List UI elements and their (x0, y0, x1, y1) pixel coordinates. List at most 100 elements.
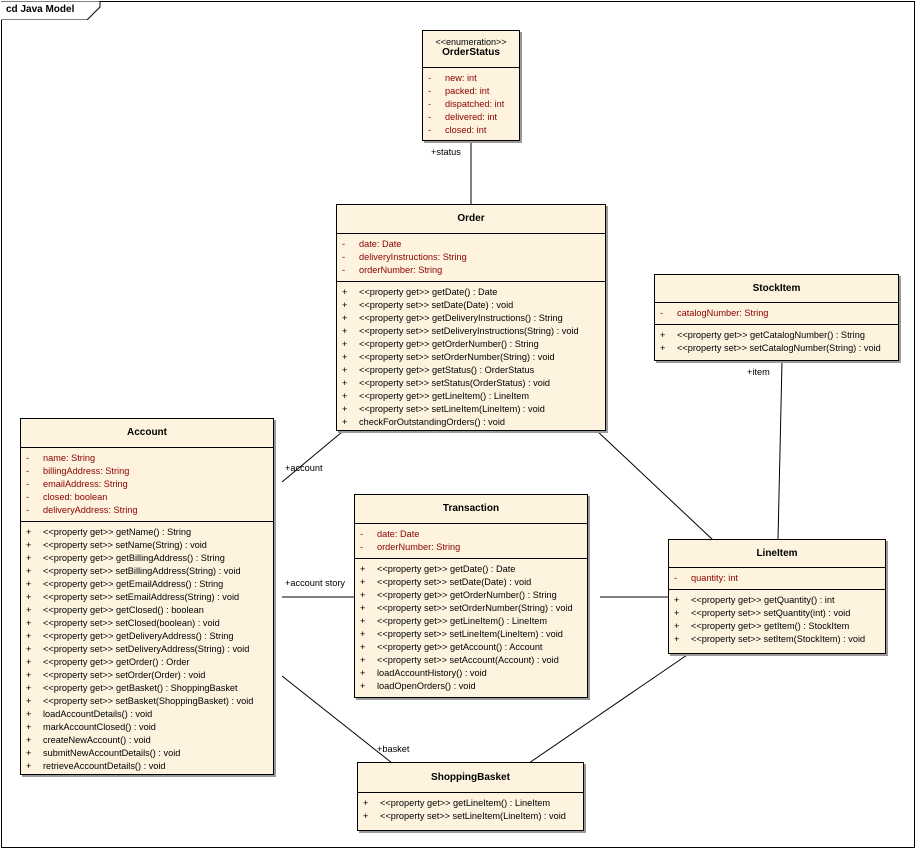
attribute-row: -packed: int (428, 86, 490, 96)
attribute-row: -quantity: int (674, 573, 738, 583)
shoppingbasket-name: ShoppingBasket (358, 763, 583, 793)
operation-row: +<<property get>> getQuantity() : int (674, 595, 835, 605)
operation-row: +<<property get>> getCatalogNumber() : S… (660, 330, 865, 340)
operation-row: +<<property set>> setDate(Date) : void (360, 577, 532, 587)
operation-row: +<<property get>> getOrderNumber() : Str… (360, 590, 557, 600)
stockitem-name: StockItem (655, 275, 898, 303)
attribute-row: -catalogNumber: String (660, 308, 769, 318)
diagram-title: cd Java Model (6, 4, 75, 15)
operation-row: +<<property set>> setClosed(boolean) : v… (26, 618, 220, 628)
association-account-shoppingbasket (281, 675, 393, 764)
operation-row: +checkForOutstandingOrders() : void (342, 417, 506, 427)
attribute-row: -new: int (428, 73, 477, 83)
operation-row: +<<property get>> getOrderNumber() : Str… (342, 339, 539, 349)
association-order-lineitem (595, 429, 714, 541)
operation-row: +<<property set>> setQuantity(int) : voi… (674, 608, 851, 618)
lineitem-name: LineItem (669, 540, 885, 568)
class-account[interactable]: Account -name: String -billingAddress: S… (20, 418, 274, 775)
operation-row: +<<property get>> getLineItem() : LineIt… (363, 798, 551, 808)
operation-row: +<<property set>> setDeliveryAddress(Str… (26, 644, 250, 654)
lineitem-attributes: -quantity: int (669, 568, 885, 589)
attribute-row: -deliveryAddress: String (26, 505, 138, 515)
transaction-attributes: -date: Date -orderNumber: String (355, 524, 587, 558)
operation-row: +createNewAccount() : void (26, 735, 151, 745)
class-shoppingbasket[interactable]: ShoppingBasket +<<property get>> getLine… (357, 762, 584, 831)
operation-row: +<<property get>> getStatus() : OrderSta… (342, 365, 535, 375)
operation-row: +<<property get>> getItem() : StockItem (674, 621, 850, 631)
attribute-row: -dispatched: int (428, 99, 505, 109)
operation-row: +loadOpenOrders() : void (360, 681, 476, 691)
operation-row: +<<property set>> setItem(StockItem) : v… (674, 634, 866, 644)
order-operations: +<<property get>> getDate() : Date +<<pr… (337, 281, 605, 433)
operation-row: +<<property get>> getDeliveryInstruction… (342, 313, 563, 323)
class-orderstatus[interactable]: <<enumeration>> OrderStatus -new: int -p… (422, 30, 520, 141)
operation-row: +<<property get>> getDate() : Date (360, 564, 516, 574)
stockitem-attributes: -catalogNumber: String (655, 303, 898, 324)
operation-row: +retrieveAccountDetails() : void (26, 761, 166, 771)
attribute-row: -deliveryInstructions: String (342, 252, 467, 262)
operation-row: +markAccountClosed() : void (26, 722, 156, 732)
attribute-row: -closed: int (428, 125, 487, 135)
transaction-operations: +<<property get>> getDate() : Date +<<pr… (355, 558, 587, 697)
orderstatus-name: OrderStatus (442, 47, 500, 58)
operation-row: +<<property set>> setName(String) : void (26, 540, 207, 550)
operation-row: +<<property set>> setDate(Date) : void (342, 300, 514, 310)
label-status: +status (431, 147, 461, 157)
association-lineitem-shoppingbasket (528, 652, 691, 764)
operation-row: +<<property set>> setCatalogNumber(Strin… (660, 343, 881, 353)
account-name: Account (21, 419, 273, 448)
attribute-row: -date: Date (360, 529, 420, 539)
attribute-row: -name: String (26, 453, 96, 463)
operation-row: +<<property set>> setEmailAddress(String… (26, 592, 240, 602)
operation-row: +<<property get>> getName() : String (26, 527, 192, 537)
operation-row: +<<property get>> getClosed() : boolean (26, 605, 204, 615)
account-operations: +<<property get>> getName() : String +<<… (21, 521, 273, 777)
frame-tab (1, 1, 101, 20)
operation-row: +<<property get>> getDate() : Date (342, 287, 498, 297)
label-account: +account (285, 463, 323, 473)
operation-row: +<<property set>> setStatus(OrderStatus)… (342, 378, 550, 388)
operation-row: +<<property set>> setDeliveryInstruction… (342, 326, 579, 336)
class-lineitem[interactable]: LineItem -quantity: int +<<property get>… (668, 539, 886, 654)
order-name: Order (337, 205, 605, 234)
operation-row: +<<property set>> setAccount(Account) : … (360, 655, 559, 665)
operation-row: +<<property get>> getBasket() : Shopping… (26, 683, 238, 693)
order-attributes: -date: Date -deliveryInstructions: Strin… (337, 234, 605, 281)
operation-row: +<<property set>> setOrderNumber(String)… (360, 603, 573, 613)
orderstatus-stereotype: <<enumeration>> (435, 37, 507, 47)
stockitem-operations: +<<property get>> getCatalogNumber() : S… (655, 324, 898, 359)
attribute-row: -emailAddress: String (26, 479, 128, 489)
operation-row: +<<property set>> setLineItem(LineItem) … (363, 811, 566, 821)
operation-row: +<<property set>> setBillingAddress(Stri… (26, 566, 241, 576)
transaction-name: Transaction (355, 495, 587, 524)
operation-row: +<<property get>> getAccount() : Account (360, 642, 543, 652)
class-stockitem[interactable]: StockItem -catalogNumber: String +<<prop… (654, 274, 899, 361)
class-transaction[interactable]: Transaction -date: Date -orderNumber: St… (354, 494, 588, 698)
attribute-row: -closed: boolean (26, 492, 108, 502)
operation-row: +<<property get>> getBillingAddress() : … (26, 553, 225, 563)
class-order[interactable]: Order -date: Date -deliveryInstructions:… (336, 204, 606, 431)
operation-row: +<<property set>> setLineItem(LineItem) … (360, 629, 563, 639)
association-order-account (281, 431, 343, 483)
lineitem-operations: +<<property get>> getQuantity() : int +<… (669, 589, 885, 650)
operation-row: +loadAccountDetails() : void (26, 709, 153, 719)
operation-row: +<<property get>> getLineItem() : LineIt… (342, 391, 530, 401)
shoppingbasket-operations: +<<property get>> getLineItem() : LineIt… (358, 793, 583, 827)
attribute-row: -billingAddress: String (26, 466, 130, 476)
operation-row: +submitNewAccountDetails() : void (26, 748, 181, 758)
account-attributes: -name: String -billingAddress: String -e… (21, 448, 273, 521)
label-basket: +basket (377, 744, 410, 754)
operation-row: +<<property set>> setLineItem(LineItem) … (342, 404, 545, 414)
operation-row: +<<property get>> getLineItem() : LineIt… (360, 616, 548, 626)
attribute-row: -date: Date (342, 239, 402, 249)
operation-row: +<<property get>> getEmailAddress() : St… (26, 579, 224, 589)
operation-row: +loadAccountHistory() : void (360, 668, 487, 678)
attribute-row: -delivered: int (428, 112, 498, 122)
association-stockitem-lineitem (777, 360, 783, 541)
operation-row: +<<property get>> getOrder() : Order (26, 657, 190, 667)
attribute-row: -orderNumber: String (360, 542, 461, 552)
operation-row: +<<property set>> setOrderNumber(String)… (342, 352, 555, 362)
operation-row: +<<property get>> getDeliveryAddress() :… (26, 631, 234, 641)
